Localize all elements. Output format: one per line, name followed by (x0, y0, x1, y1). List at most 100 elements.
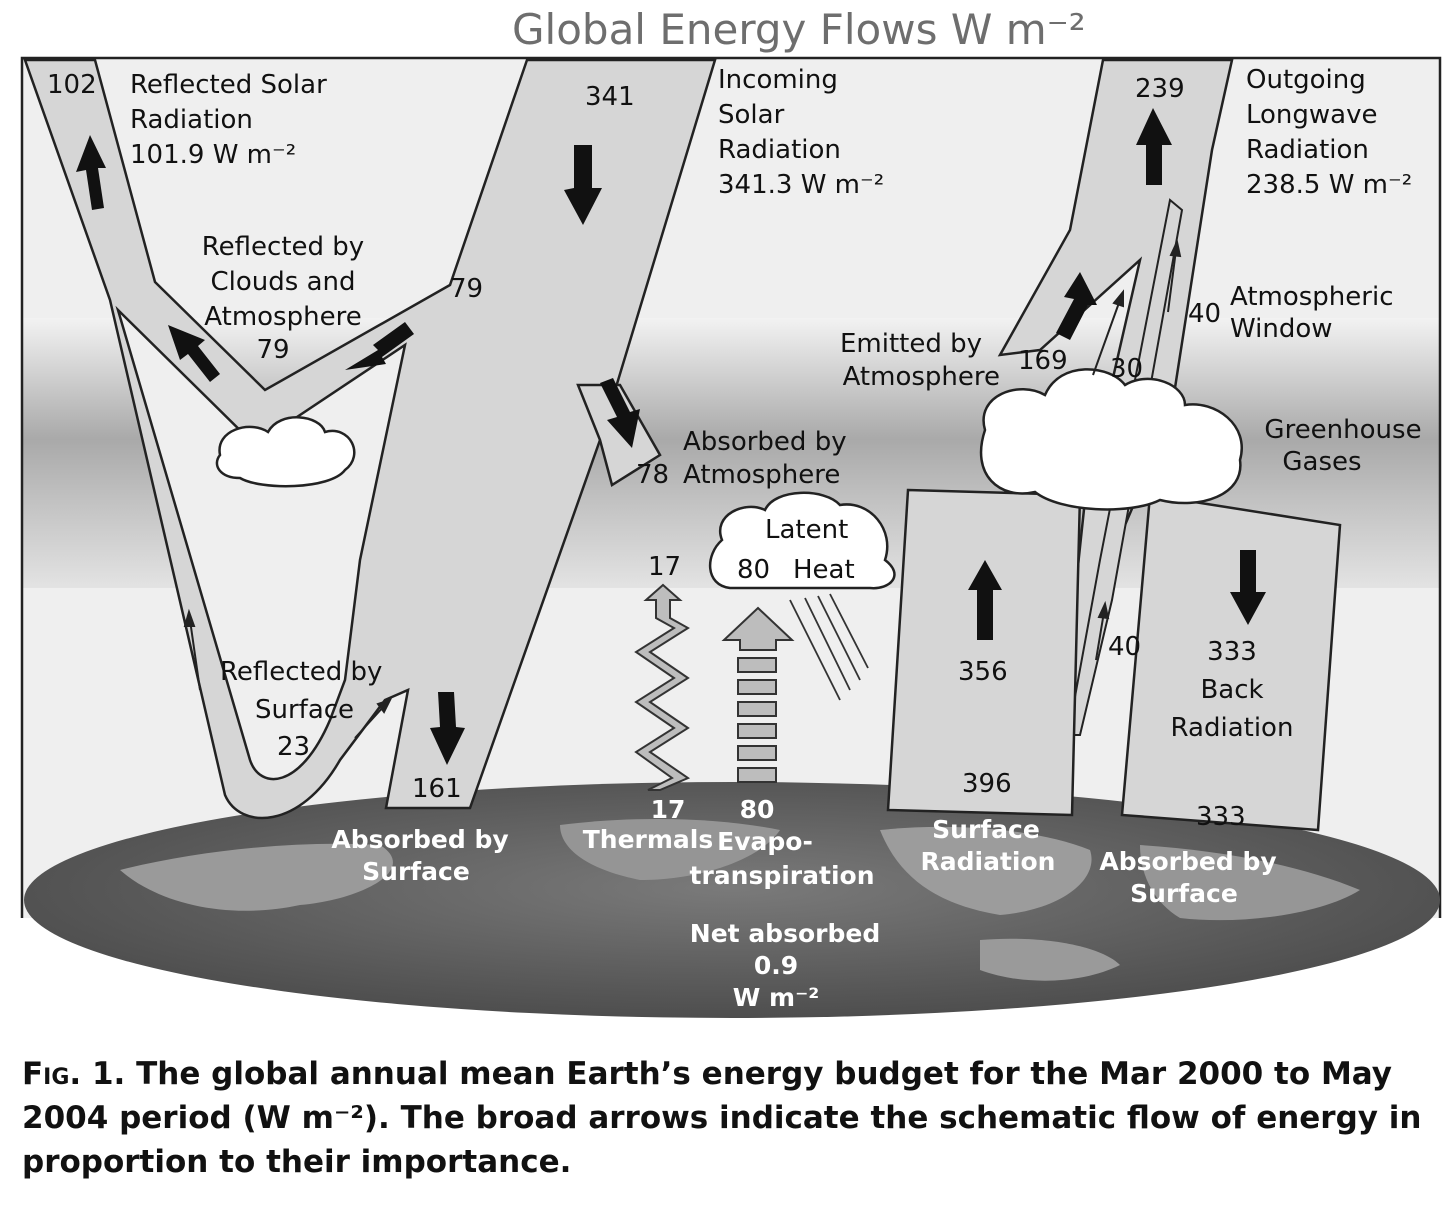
svg-text:341.3 W m⁻²: 341.3 W m⁻² (718, 170, 884, 200)
greenhouse-cloud (979, 368, 1243, 511)
svg-text:Radiation: Radiation (1171, 713, 1294, 743)
diagram-title: Global Energy Flows W m⁻² (512, 5, 1086, 54)
svg-text:Atmosphere: Atmosphere (204, 302, 361, 332)
svg-text:Reflected by: Reflected by (202, 232, 364, 262)
reflected-surface-label: Reflected by Surface 23 (220, 657, 382, 762)
earth-evapotranspiration-label: 80 Evapo- transpiration (690, 795, 875, 890)
svg-text:Back: Back (1200, 675, 1263, 705)
evapotranspiration-arrow (721, 606, 795, 783)
svg-text:Reflected Solar: Reflected Solar (130, 70, 327, 100)
cloud-emission-value: 30 (1110, 354, 1143, 384)
svg-text:Surface: Surface (1130, 879, 1238, 908)
svg-text:101.9 W m⁻²: 101.9 W m⁻² (130, 140, 296, 170)
figure-caption: Fig. 1. The global annual mean Earth’s e… (22, 1052, 1437, 1184)
svg-text:Surface: Surface (932, 815, 1040, 844)
thermals-top-value: 17 (648, 552, 681, 582)
svg-text:Radiation: Radiation (921, 847, 1056, 876)
svg-text:Atmosphere: Atmosphere (843, 362, 1000, 392)
svg-text:333: 333 (1207, 637, 1257, 667)
surface-radiation-up-value: 356 (958, 657, 1008, 687)
svg-text:238.5 W m⁻²: 238.5 W m⁻² (1246, 170, 1412, 200)
outgoing-longwave-value: 239 (1135, 74, 1185, 104)
svg-text:W m⁻²: W m⁻² (733, 983, 819, 1012)
up-arrow-emitted (1056, 272, 1097, 340)
reflected-clouds-branch-value: 79 (450, 274, 483, 304)
back-radiation-column (1120, 493, 1342, 832)
earth-absorbed-surface-left: Absorbed by Surface (331, 825, 508, 886)
svg-text:Radiation: Radiation (718, 135, 841, 165)
energy-flow-diagram: Global Energy Flows W m⁻² (20, 5, 1442, 1018)
reflected-solar-value: 102 (47, 70, 97, 100)
latent-heat-label-top: Latent (765, 515, 848, 545)
reflected-band-gap (115, 305, 407, 781)
svg-text:17: 17 (651, 795, 686, 824)
surface-radiation-column (886, 488, 1082, 817)
svg-text:Surface: Surface (255, 695, 354, 725)
svg-text:Absorbed by: Absorbed by (683, 427, 847, 457)
absorbed-atmosphere-value: 78 (636, 460, 669, 490)
thermals-arrow (634, 583, 691, 791)
arrow-reflected-clouds-left (168, 325, 220, 382)
atmospheric-window-value: 40 (1188, 299, 1221, 329)
earth-absorbed-surface-right: Absorbed by Surface (1099, 847, 1276, 908)
svg-text:Greenhouse: Greenhouse (1264, 415, 1421, 445)
arrow-absorbed-atmosphere (600, 378, 640, 448)
incoming-solar-label: Incoming Solar Radiation 341.3 W m⁻² (718, 65, 884, 200)
svg-text:80: 80 (740, 795, 775, 824)
svg-text:Outgoing: Outgoing (1246, 65, 1366, 95)
svg-text:Net absorbed: Net absorbed (690, 919, 880, 948)
direction-arrows (76, 108, 1266, 765)
svg-text:Incoming: Incoming (718, 65, 838, 95)
svg-text:Absorbed by: Absorbed by (331, 825, 508, 854)
down-arrow-back-radiation (1230, 550, 1266, 625)
earth-thermals-label: 17 Thermals (583, 795, 714, 854)
figure-label: Fig. 1. (22, 1056, 126, 1092)
reflected-clouds-label: Reflected by Clouds and Atmosphere 79 (202, 232, 364, 365)
svg-text:Atmospheric: Atmospheric (1230, 282, 1394, 312)
rain-lines (789, 593, 869, 701)
atmo-absorbed-branch (576, 383, 662, 487)
latent-heat-label-bottom: Heat (793, 555, 855, 585)
outgoing-longwave-label: Outgoing Longwave Radiation 238.5 W m⁻² (1246, 65, 1412, 200)
arrow-reflected-clouds-right (345, 322, 414, 370)
incoming-solar-value: 341 (585, 82, 635, 112)
svg-text:0.9: 0.9 (754, 951, 798, 980)
up-arrow-surface-radiation (968, 560, 1002, 640)
svg-text:Window: Window (1230, 314, 1333, 344)
reflecting-cloud (215, 416, 356, 488)
svg-text:Absorbed by: Absorbed by (1099, 847, 1276, 876)
svg-text:Solar: Solar (718, 100, 785, 130)
absorbed-atmosphere-label: Absorbed by Atmosphere (683, 427, 847, 490)
absorbed-surface-value: 161 (412, 774, 462, 804)
svg-text:Emitted by: Emitted by (840, 329, 982, 359)
reflected-solar-label: Reflected Solar Radiation 101.9 W m⁻² (130, 70, 327, 170)
svg-text:23: 23 (277, 732, 310, 762)
surface-radiation-value: 396 (962, 769, 1012, 799)
svg-text:Reflected by: Reflected by (220, 657, 382, 687)
greenhouse-gases-label: Greenhouse Gases (1264, 415, 1421, 477)
up-arrow-reflected-solar (76, 135, 106, 210)
svg-text:Atmosphere: Atmosphere (683, 460, 840, 490)
svg-text:transpiration: transpiration (690, 861, 875, 890)
latent-heat-value: 80 (737, 555, 770, 585)
atmospheric-window-lower-value: 40 (1108, 632, 1141, 662)
svg-text:Evapo-: Evapo- (717, 827, 813, 856)
thin-arrows (183, 238, 1182, 739)
atmospheric-window-label: Atmospheric Window (1230, 282, 1394, 344)
svg-text:Radiation: Radiation (130, 105, 253, 135)
emitted-by-atmosphere-label: Emitted by Atmosphere (840, 329, 1000, 392)
svg-text:Longwave: Longwave (1246, 100, 1378, 130)
down-arrow-incoming (564, 145, 602, 225)
arrow-absorbed-surface (430, 692, 465, 765)
up-arrow-outgoing-longwave (1136, 108, 1172, 185)
back-radiation-label: 333 Back Radiation (1171, 637, 1294, 743)
emitted-value: 169 (1018, 346, 1068, 376)
svg-text:Clouds and: Clouds and (211, 267, 356, 297)
frame-border (20, 56, 1442, 918)
caption-text: The global annual mean Earth’s energy bu… (22, 1056, 1422, 1180)
earth-globe (24, 782, 1440, 1018)
svg-text:Surface: Surface (362, 857, 470, 886)
earth-surface-radiation-label: Surface Radiation (921, 815, 1056, 876)
svg-text:Thermals: Thermals (583, 825, 714, 854)
svg-text:79: 79 (256, 335, 289, 365)
